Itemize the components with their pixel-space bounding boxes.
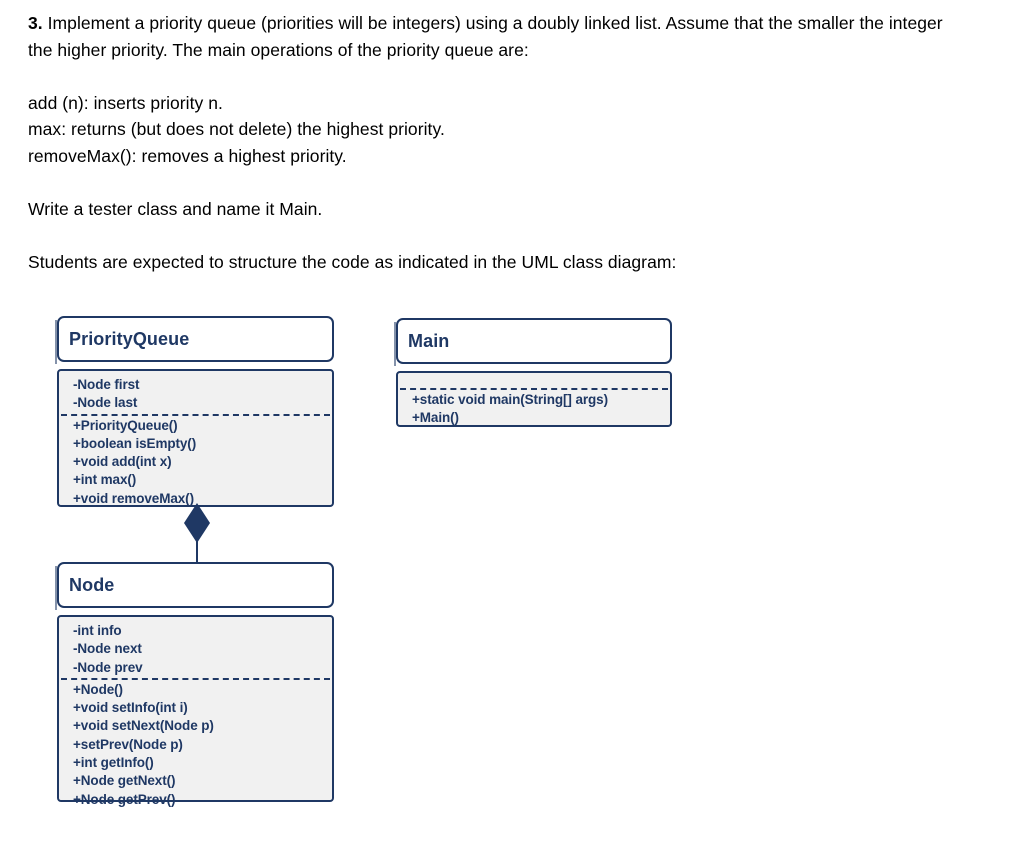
uml-method: +void setInfo(int i) — [73, 700, 188, 716]
sketch-edge-left — [394, 322, 396, 366]
question-number: 3. — [28, 13, 43, 33]
uml-method: +int getInfo() — [73, 755, 154, 771]
uml-class-priorityqueue-body: -Node first -Node last +PriorityQueue() … — [57, 369, 334, 507]
uml-section-separator — [61, 413, 330, 416]
question-intro-line-1: Implement a priority queue (priorities w… — [47, 13, 793, 33]
instruction-tester-class: Write a tester class and name it Main. — [28, 198, 323, 219]
uml-method: +int max() — [73, 472, 137, 488]
uml-class-node-header: Node — [57, 562, 334, 608]
question-intro-line-2: smaller the integer the higher priority.… — [28, 13, 943, 60]
uml-section-separator — [61, 677, 330, 680]
question-paragraph-intro: 3. Implement a priority queue (prioritie… — [28, 10, 968, 63]
uml-method: +Node getPrev() — [73, 791, 176, 807]
instruction-uml: Students are expected to structure the c… — [28, 251, 677, 272]
uml-empty-attributes-section — [398, 378, 670, 387]
uml-attribute: -Node last — [73, 395, 138, 411]
sketch-edge-left — [55, 566, 57, 610]
paragraph-spacer-2 — [28, 169, 968, 196]
uml-class-main-title: Main — [408, 330, 450, 351]
uml-class-node-body: -int info -Node next -Node prev +Node() … — [57, 615, 334, 807]
uml-attribute: -Node first — [73, 377, 140, 392]
uml-class-main-body: +static void main(String[] args) +Main() — [396, 371, 672, 427]
uml-section-separator — [400, 388, 668, 390]
uml-class-node-title: Node — [69, 574, 115, 595]
uml-method: +void add(int x) — [73, 454, 172, 470]
uml-method: +Node getNext() — [73, 773, 176, 789]
operation-max: max: returns (but does not delete) the h… — [28, 119, 445, 139]
uml-attribute: -Node prev — [73, 659, 143, 675]
uml-class-main-header: Main — [396, 318, 672, 364]
uml-class-priorityqueue-title: PriorityQueue — [69, 328, 190, 349]
sketch-edge-left — [55, 320, 57, 364]
uml-attribute: -int info — [73, 623, 122, 638]
uml-method: +void setNext(Node p) — [73, 718, 214, 734]
uml-method: +Node() — [73, 681, 123, 697]
operation-remove-max: removeMax(): removes a highest priority. — [28, 145, 347, 166]
uml-method: +boolean isEmpty() — [73, 435, 197, 451]
paragraph-spacer-1 — [28, 63, 968, 90]
question-text-block: 3. Implement a priority queue (prioritie… — [28, 10, 968, 275]
uml-method: +void removeMax() — [73, 490, 194, 506]
operation-add: add (n): inserts priority n. — [28, 92, 223, 113]
uml-class-priorityqueue-header: PriorityQueue — [57, 316, 334, 362]
uml-method: +static void main(String[] args) — [412, 392, 608, 407]
uml-attribute: -Node next — [73, 641, 142, 657]
uml-method: +PriorityQueue() — [73, 417, 178, 433]
uml-method: +Main() — [412, 410, 459, 426]
paragraph-spacer-3 — [28, 222, 968, 249]
uml-method: +setPrev(Node p) — [73, 736, 183, 752]
